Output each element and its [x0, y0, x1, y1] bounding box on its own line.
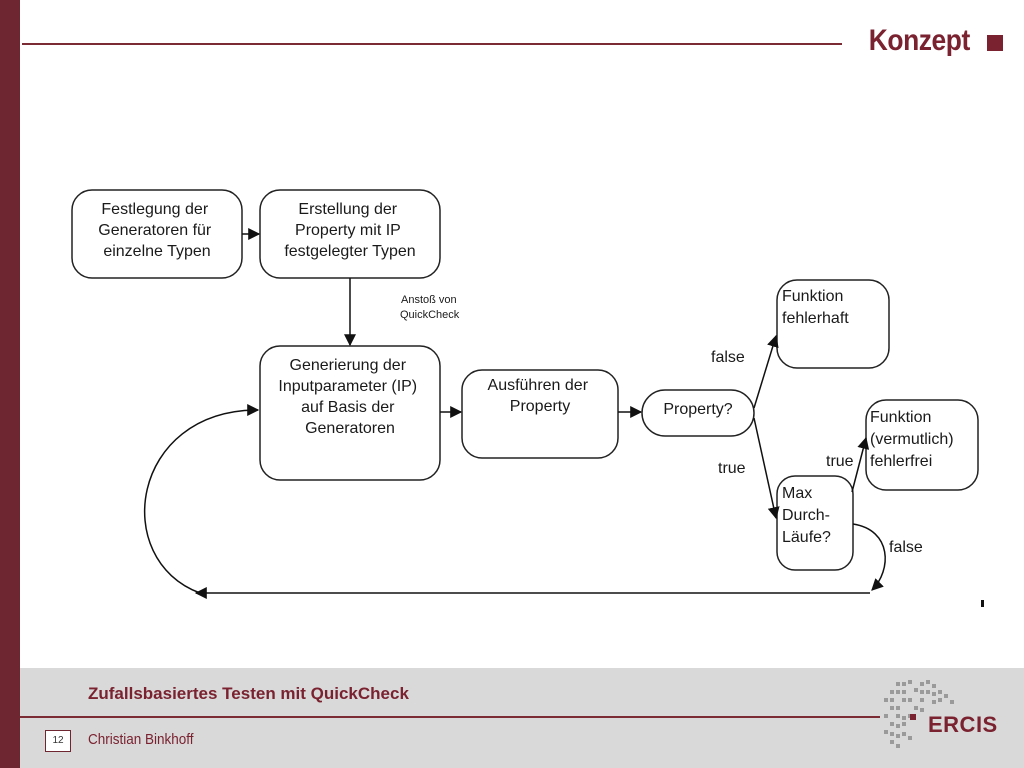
node-generate-input: Generierung der Inputparameter (IP) auf … [259, 345, 441, 481]
node-ok-line1: Funktion [870, 409, 931, 426]
node-generators-line3: einzelne Typen [103, 243, 210, 260]
footer-title: Zufallsbasiertes Testen mit QuickCheck [88, 684, 409, 703]
edge-label-true-right: true [826, 453, 854, 470]
slide-title: Konzept [868, 24, 970, 57]
edge-maxruns-false-loop [852, 523, 886, 591]
svg-text:Funktion (vermutlich): Funktion (vermutlich) fehlerfrei [870, 409, 958, 470]
author-name: Christian Binkhoff [88, 731, 194, 748]
node-fail-line1: Funktion [782, 288, 843, 305]
node-max-line2: Durch- [782, 507, 830, 524]
node-fail-line2: fehlerhaft [782, 310, 849, 327]
node-property-def-line3: festgelegter Typen [284, 243, 415, 260]
footer-band [20, 668, 1024, 768]
edge-maxruns-true [851, 436, 870, 493]
node-execute-line1: Ausführen der [488, 377, 589, 394]
node-property-def-line1: Erstellung der [298, 201, 397, 218]
slide-marker [981, 600, 984, 607]
annotation-quickcheck: Anstoß von QuickCheck [400, 294, 460, 321]
edge-label-false-top: false [711, 349, 745, 366]
left-accent-bar [0, 0, 20, 768]
edge-return-to-generate [143, 404, 260, 594]
svg-text:Generierung der Inputpar: Generierung der Inputparameter (IP) auf … [278, 357, 421, 437]
title-rule [22, 43, 842, 45]
node-generate-line3: auf Basis der [301, 399, 395, 416]
svg-text:Ausführen der Property: Ausführen der Property [488, 377, 593, 415]
svg-text:Festlegung der Generator: Festlegung der Generatoren für einzelne … [98, 201, 215, 260]
node-generate-line4: Generatoren [305, 420, 395, 437]
edge-decision-true [753, 417, 780, 520]
footer-rule [20, 716, 880, 718]
ercis-logo-icon [884, 680, 954, 748]
node-property-definition: Erstellung der Property mit IP festgeleg… [259, 189, 441, 279]
title-square-icon [987, 35, 1003, 51]
node-property-def-line2: Property mit IP [295, 222, 401, 239]
node-max-line1: Max [782, 485, 812, 502]
edge-decision-false [753, 334, 779, 409]
svg-text:Max Durch- Läufe?: Max Durch- Läufe? [782, 485, 834, 546]
edge-label-false-loop: false [889, 539, 923, 556]
svg-text:Erstellung der Property: Erstellung der Property mit IP festgeleg… [284, 201, 415, 260]
node-generate-line1: Generierung der [290, 357, 407, 374]
node-decision-label: Property? [663, 401, 732, 418]
annotation-quickcheck-line2: QuickCheck [400, 309, 460, 321]
node-generators-line2: Generatoren für [98, 222, 212, 239]
node-max-line3: Läufe? [782, 529, 831, 546]
page-number: 12 [45, 730, 71, 752]
node-max-runs: Max Durch- Läufe? [776, 475, 854, 571]
node-ok-line3: fehlerfrei [870, 453, 932, 470]
svg-text:Property?: Property? [663, 401, 732, 418]
node-generators: Festlegung der Generatoren für einzelne … [71, 189, 243, 279]
node-execute-property: Ausführen der Property [461, 369, 619, 459]
edge-label-true-bottom: true [718, 460, 746, 477]
node-execute-line2: Property [510, 398, 570, 415]
node-generators-line1: Festlegung der [101, 201, 208, 218]
svg-text:Funktion fehlerhaft: Funktion fehlerhaft [782, 288, 849, 327]
annotation-quickcheck-line1: Anstoß von [401, 294, 457, 306]
ercis-logo-text: ERCIS [928, 712, 998, 737]
node-decision-property: Property? [641, 389, 755, 437]
node-function-faulty: Funktion fehlerhaft [776, 279, 890, 369]
node-generate-line2: Inputparameter (IP) [278, 378, 417, 395]
node-ok-line2: (vermutlich) [870, 431, 954, 448]
node-function-ok: Funktion (vermutlich) fehlerfrei [865, 399, 979, 491]
